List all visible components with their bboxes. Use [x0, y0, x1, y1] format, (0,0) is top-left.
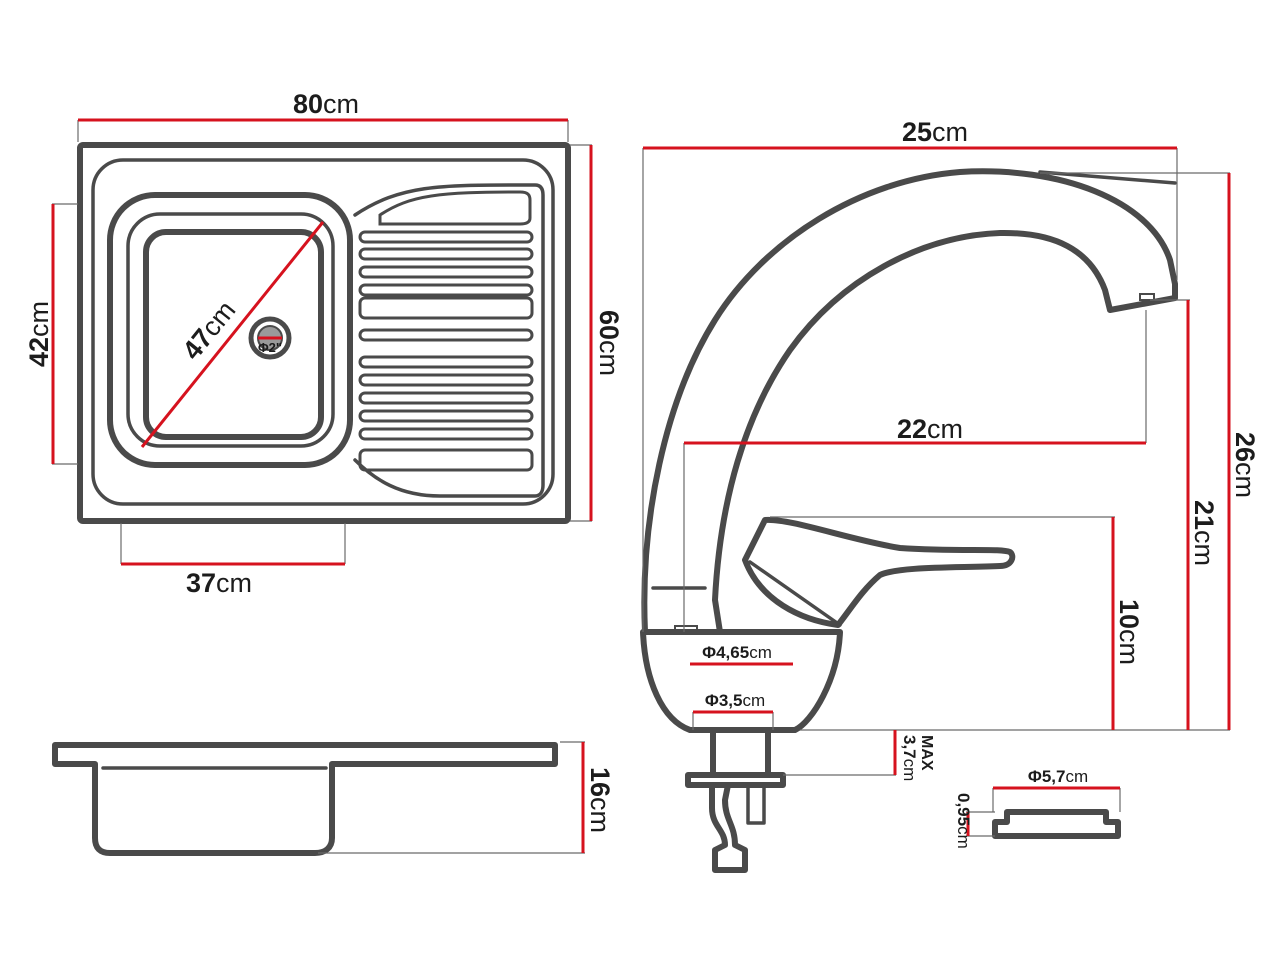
drainer-rib — [378, 190, 532, 226]
sink-top-view: Φ2" 80cm 60cm 42cm 37cm 47cm — [24, 89, 624, 598]
drain-hole — [248, 316, 292, 360]
sink-outer-rim — [77, 142, 571, 524]
drain-diameter-label: Φ2" — [258, 340, 282, 355]
sink-bowl-bottom — [143, 229, 324, 440]
mounting-plate — [685, 772, 786, 788]
bowl-width-label: 37cm — [186, 568, 252, 598]
drainer-rib — [358, 296, 534, 320]
sink-side-view: 16cm — [52, 741, 615, 856]
mounting-bolt — [746, 783, 766, 825]
drainer-rib — [358, 230, 534, 244]
washer-view: Φ5,7cm 0,95cm — [954, 767, 1121, 849]
base-diameter-label: Φ4,65cm — [702, 643, 772, 662]
tap-spout — [641, 168, 1178, 635]
sink-side-profile — [52, 742, 558, 856]
drainer-rib — [358, 328, 534, 342]
max-thickness-label: 3,7cm — [900, 735, 919, 781]
bowl-depth-label: 42cm — [24, 301, 54, 367]
sink-depth-label: 60cm — [594, 310, 624, 376]
sink-height-label: 16cm — [585, 767, 615, 833]
drainer-rib — [358, 391, 534, 405]
washer-height-label: 0,95cm — [954, 793, 973, 849]
spout-reach-label: 22cm — [897, 414, 963, 444]
bowl-diagonal-label: 47cm — [177, 295, 242, 365]
sink-width-label: 80cm — [293, 89, 359, 119]
supply-hose — [709, 782, 748, 873]
drainer-rib — [358, 409, 534, 423]
hole-diameter-label: Φ3,5cm — [705, 691, 765, 710]
tap-reach-label: 25cm — [902, 117, 968, 147]
drainer-rib — [358, 247, 534, 261]
drainer-rib — [358, 355, 534, 369]
sink-inner-rim — [91, 158, 555, 506]
washer — [992, 809, 1121, 839]
sink-bowl — [107, 192, 353, 468]
max-thickness-prefix: MAX — [918, 735, 935, 771]
tap-side-view: 25cm 22cm 26cm 21cm 10cm Φ4,65cm Φ3,5cm … — [640, 117, 1260, 873]
tap-height-label: 26cm — [1230, 432, 1260, 498]
spout-height-label: 21cm — [1189, 500, 1219, 566]
lever-height-label: 10cm — [1114, 599, 1144, 665]
drainer-rib — [358, 373, 534, 387]
sink-bowl-floor — [126, 212, 335, 448]
drainer-rib — [358, 448, 534, 472]
drainer-rib — [358, 265, 534, 279]
tap-lever — [742, 516, 1016, 628]
drainer-ribs — [358, 190, 534, 472]
drainer-rib — [358, 427, 534, 441]
aerator — [1139, 293, 1155, 301]
bowl-diagonal-line — [140, 221, 325, 448]
washer-diameter-label: Φ5,7cm — [1028, 767, 1088, 786]
mounting-shank — [710, 727, 771, 778]
drainer-rib — [358, 283, 534, 297]
drainer-tray — [353, 183, 545, 498]
